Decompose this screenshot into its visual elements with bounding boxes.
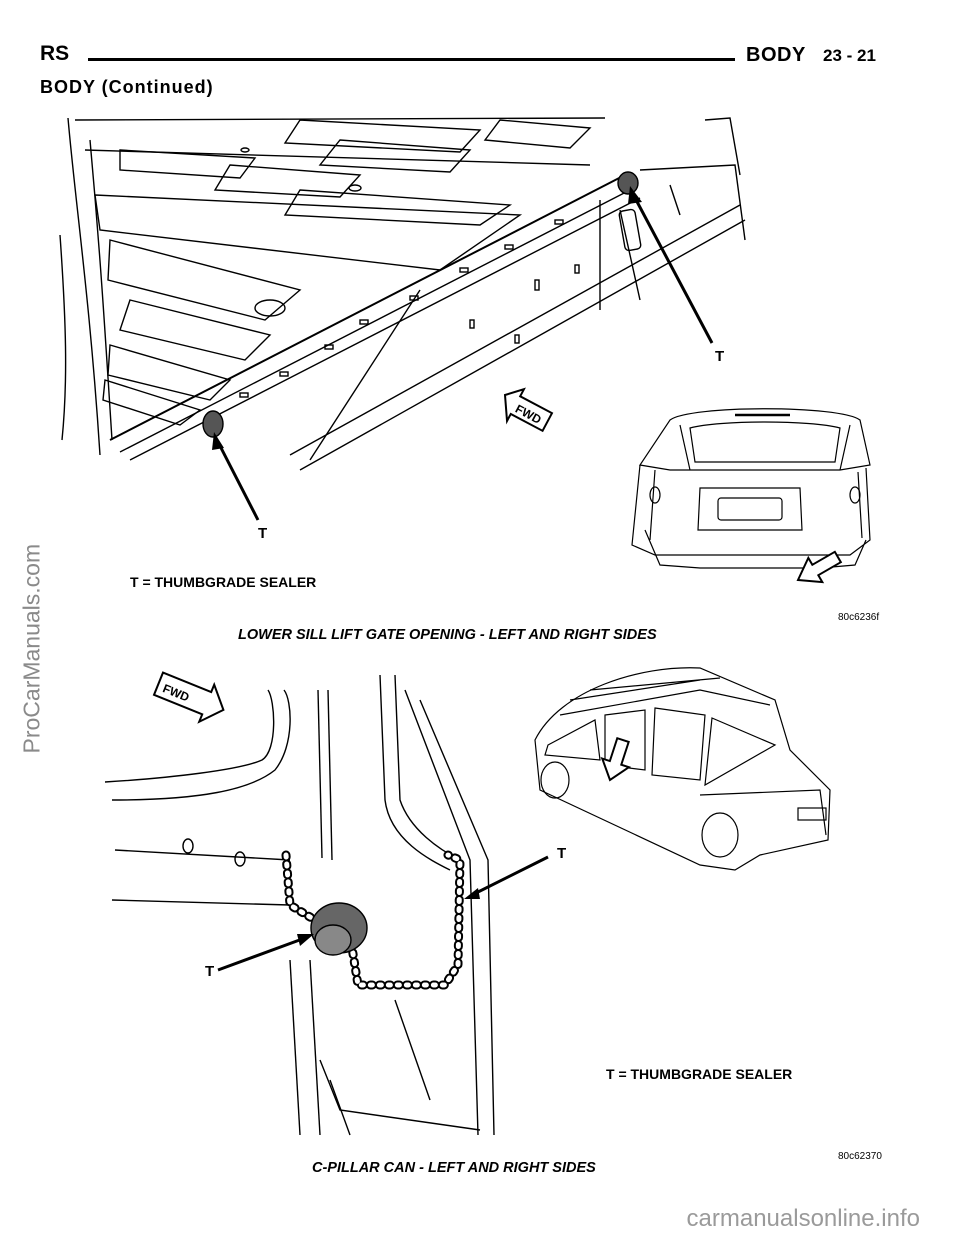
fig1-rear-view-van-inset xyxy=(631,408,871,569)
fig1-fwd-arrow-icon: FWD xyxy=(503,387,554,433)
fig1-sealer-left xyxy=(202,410,224,438)
fig1-callout-arrow-right xyxy=(632,195,714,344)
header-manual-code: RS xyxy=(40,42,70,65)
fig1-sealer-right xyxy=(617,171,639,195)
fig1-callout-label-right: T xyxy=(715,348,725,365)
fig1-caption: LOWER SILL LIFT GATE OPENING - LEFT AND … xyxy=(238,627,657,643)
fig2-callout-arrow-right xyxy=(471,855,549,897)
fig1-view-pointer-arrow-icon xyxy=(796,550,843,584)
fig2-side-view-van-inset xyxy=(534,667,831,871)
header-page-number: 23 - 21 xyxy=(823,46,876,65)
fig2-view-pointer-arrow-icon xyxy=(600,736,632,782)
fig1-figure-id: 80c6236f xyxy=(838,612,880,623)
fig1-pillar-line xyxy=(67,117,101,456)
continued-heading: BODY (Continued) xyxy=(40,77,214,97)
watermark-procarmanuals: ProCarManuals.com xyxy=(18,543,45,754)
fig2-caption: C-PILLAR CAN - LEFT AND RIGHT SIDES xyxy=(312,1160,596,1176)
fig2-figure-id: 80c62370 xyxy=(838,1151,882,1162)
fig2-fwd-arrow-icon: FWD xyxy=(152,671,225,724)
figure-c-pillar-illustration xyxy=(104,674,549,1136)
watermark-carmanualsonline: carmanualsonline.info xyxy=(686,1205,920,1232)
fig2-callout-arrow-left xyxy=(217,936,306,972)
header-section-title: BODY xyxy=(746,44,806,66)
fig1-legend: T = THUMBGRADE SEALER xyxy=(130,574,317,590)
header-rule xyxy=(88,58,735,61)
fig2-legend: T = THUMBGRADE SEALER xyxy=(606,1066,793,1082)
fig1-callout-arrow-left xyxy=(216,441,260,521)
fig2-callout-label-right: T xyxy=(557,845,567,862)
fig2-callout-label-left: T xyxy=(205,963,215,980)
fig1-sill-slots xyxy=(239,219,580,398)
fig1-callout-label-left: T xyxy=(258,525,268,542)
